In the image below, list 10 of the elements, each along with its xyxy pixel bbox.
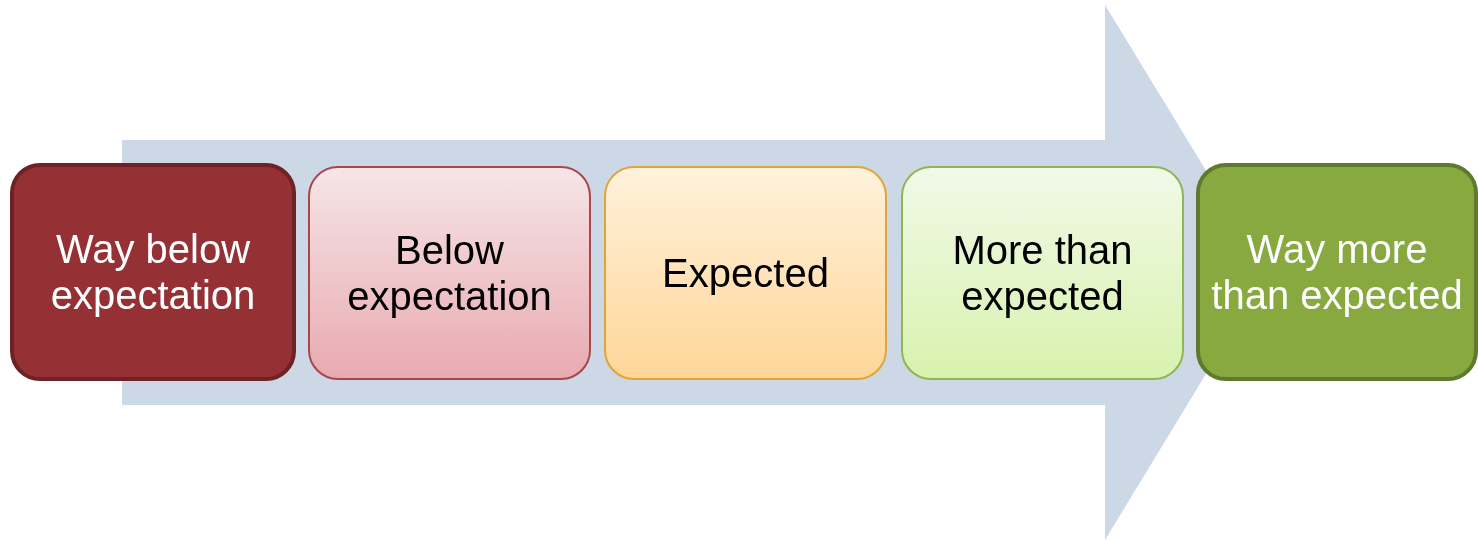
rating-label: Below expectation (346, 227, 553, 319)
rating-box (10, 163, 296, 381)
rating-label: Expected (661, 250, 830, 296)
rating-label: Way more than expected (1210, 226, 1464, 318)
rating-box (901, 166, 1184, 380)
rating-label: More than expected (951, 227, 1134, 319)
rating-box (308, 166, 591, 380)
rating-label: Way below expectation (49, 226, 257, 318)
rating-box (604, 166, 887, 380)
rating-box (1196, 163, 1478, 381)
